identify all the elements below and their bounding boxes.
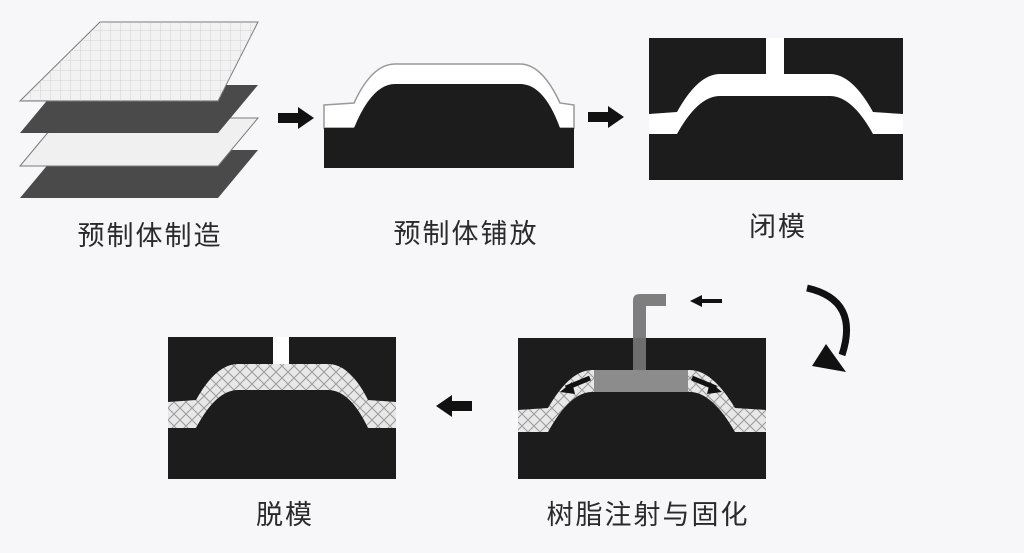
- mold-injection: [518, 294, 766, 479]
- resin-inlet-arrow: [690, 295, 722, 307]
- preform-closed: [649, 74, 903, 134]
- lower-mold-2: [324, 84, 574, 168]
- label-preform: 预制体制造: [77, 221, 223, 252]
- injection-port-3: [766, 38, 784, 74]
- preform-stack: [18, 21, 260, 198]
- arrow-right-1: [278, 107, 314, 129]
- arrow-left: [436, 395, 472, 417]
- label-inject: 树脂注射与固化: [546, 500, 750, 531]
- resin-front: [594, 370, 688, 392]
- mold-closed: [649, 38, 903, 180]
- label-demold: 脱模: [256, 500, 314, 531]
- injection-port-5: [273, 337, 289, 364]
- finished-part: [168, 364, 396, 428]
- label-close: 闭模: [749, 212, 807, 243]
- mold-demold: [168, 337, 396, 479]
- arrow-right-2: [588, 106, 624, 128]
- curved-arrow: [806, 284, 851, 372]
- label-placement: 预制体铺放: [393, 219, 539, 250]
- mold-placement: [323, 63, 575, 168]
